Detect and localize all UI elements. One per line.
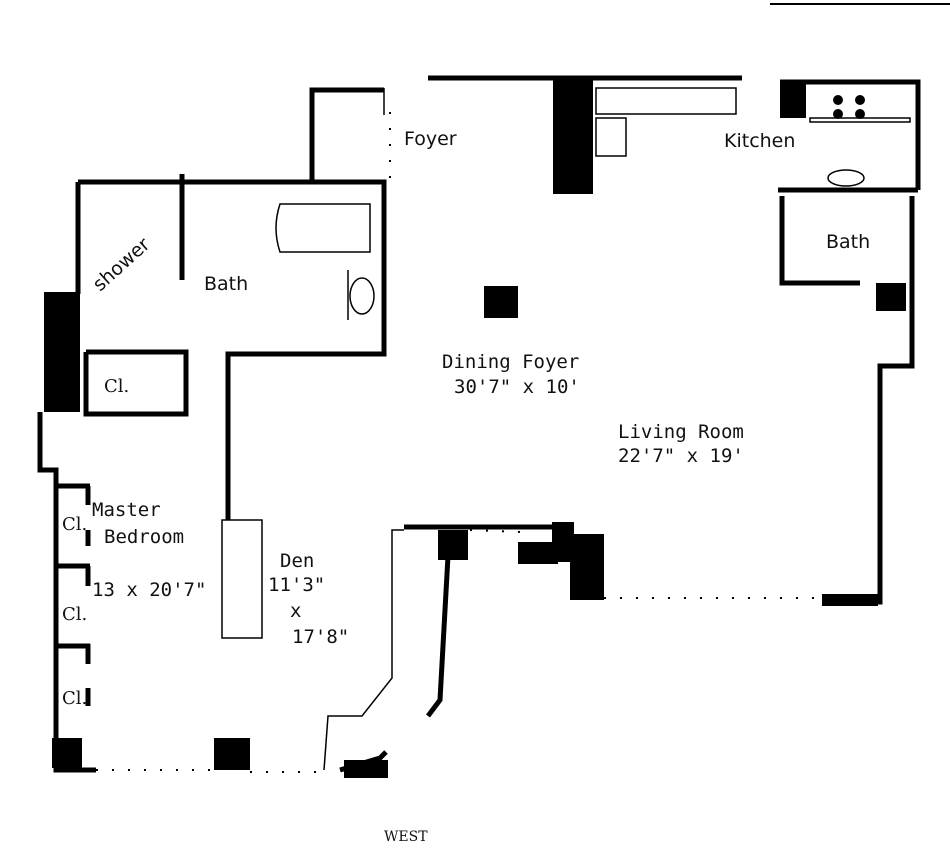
label-dining-foyer: Dining Foyer: [442, 351, 579, 373]
label-master-line2: Bedroom: [104, 526, 184, 548]
label-foyer: Foyer: [404, 128, 457, 150]
label-closet-west-3: Cl.: [62, 688, 87, 709]
label-master-line1: Master: [92, 499, 161, 521]
label-kitchen: Kitchen: [724, 130, 795, 152]
label-shower: shower: [89, 233, 155, 295]
dim-dining-foyer: 30'7" x 10': [454, 376, 580, 398]
west-exterior-wall: [37, 412, 96, 773]
compass-label: WEST: [384, 829, 428, 845]
kitchen-sink: [827, 169, 865, 187]
label-living-room: Living Room: [618, 421, 744, 443]
south-west-corner: [52, 738, 82, 768]
kitchen-counter-upper: [595, 87, 737, 115]
kitchen-right-wall: [780, 79, 921, 190]
south-pillar-2-block: [344, 760, 388, 778]
west-pillar: [44, 292, 80, 412]
bathtub: [275, 203, 371, 253]
bath-east-left-wall: [779, 196, 860, 286]
burner-1: [833, 95, 843, 105]
kitchen-block: [780, 82, 806, 118]
label-bath-main: Bath: [204, 273, 248, 295]
living-pillar-c: [552, 522, 574, 562]
closet-top-walls: [83, 349, 189, 417]
fixtures: [275, 87, 911, 320]
burner-4: [855, 109, 865, 119]
labels: Foyer Kitchen Bath Bath shower Cl. Dinin…: [62, 128, 870, 845]
kitchen-counter-left: [595, 117, 627, 157]
dim-master-bedroom: 13 x 20'7": [92, 579, 206, 601]
south-pillar-1: [214, 738, 250, 770]
foyer-wall-left: [309, 87, 384, 182]
living-pillar-d: [570, 534, 604, 600]
dim-den-3: 17'8": [292, 626, 349, 648]
den-angled-wall: [323, 529, 404, 771]
main-bath-wall: [78, 179, 387, 520]
dim-den-1: 11'3": [268, 574, 325, 596]
kitchen-counter-right: [809, 117, 911, 123]
kitchen-column: [553, 80, 593, 194]
living-pillar-b: [518, 542, 558, 564]
burner-2: [855, 95, 865, 105]
east-pillar: [876, 283, 906, 311]
dim-den-2: x: [290, 600, 301, 622]
window-living-2: [469, 529, 521, 533]
den-builtin: [221, 519, 263, 639]
walls: [37, 75, 921, 778]
south-east-corner: [822, 594, 878, 606]
den-east-wall: [426, 555, 451, 718]
label-closet-top: Cl.: [104, 376, 129, 397]
toilet: [349, 277, 375, 315]
label-den: Den: [280, 550, 314, 572]
column-center: [484, 286, 518, 318]
burner-3: [833, 109, 843, 119]
label-bath-east: Bath: [826, 231, 870, 253]
living-pillar-a: [438, 530, 468, 560]
east-exterior-wall: [822, 196, 915, 605]
label-closet-west-1: Cl.: [62, 514, 87, 535]
dim-living-room: 22'7" x 19': [618, 445, 744, 467]
label-closet-west-2: Cl.: [62, 604, 87, 625]
